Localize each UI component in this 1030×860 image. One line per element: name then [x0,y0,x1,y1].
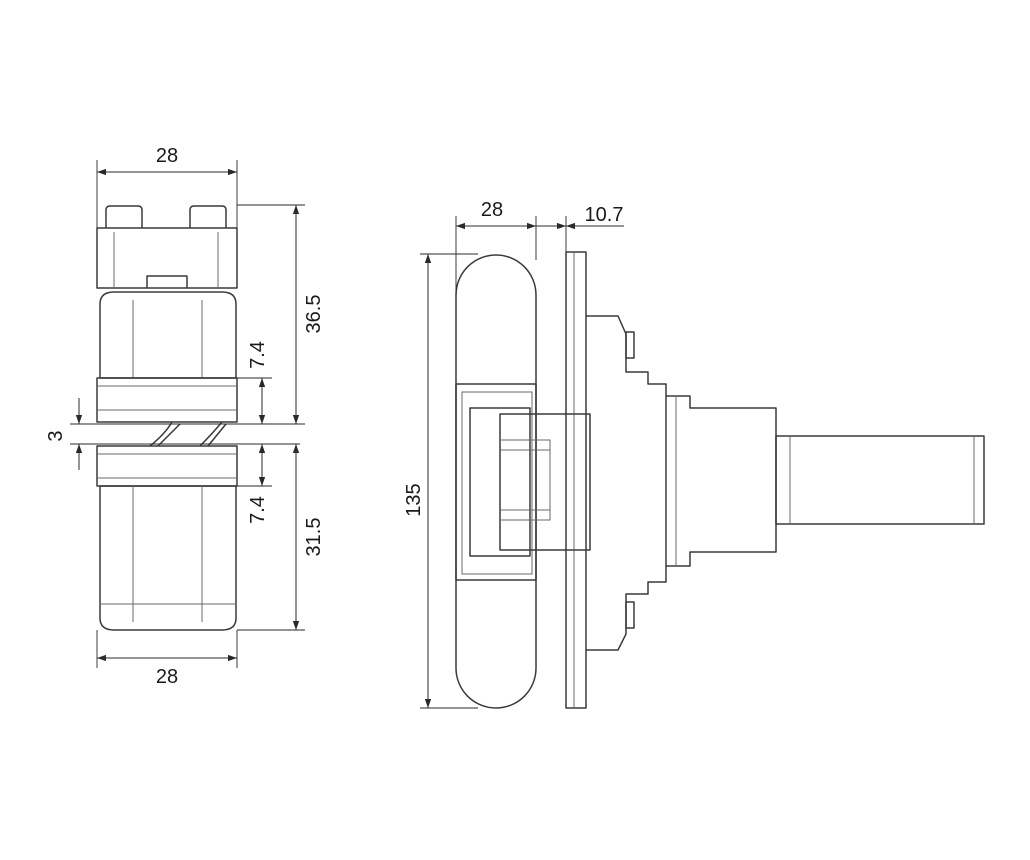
hinge-body [455,254,537,709]
front-top-width-label: 28 [156,145,178,167]
upper-body [99,291,237,379]
top-tab [146,275,188,288]
hub [666,395,777,567]
side-view [455,251,985,709]
top-pin-right [189,205,227,228]
body-pocket [455,383,537,581]
twist-link [149,421,227,447]
side-dimensions: 28 10.7 135 [403,199,624,709]
front-bottom-width-label: 28 [156,666,178,688]
front-gap-label: 3 [45,430,67,441]
front-upper-height-label: 36.5 [303,295,325,334]
plate-bracket [586,315,667,651]
mounting-plate [565,251,587,709]
lower-body [99,485,237,631]
front-lower-height-label: 31.5 [303,518,325,557]
top-block [96,227,238,289]
side-body-width-label: 28 [481,199,503,221]
shaft [775,435,985,525]
bolt-bottom [625,601,635,629]
inner-slot [469,407,531,557]
bolt-top [625,331,635,359]
side-plate-thickness-label: 10.7 [585,204,624,226]
front-lower-collar-label: 7.4 [247,496,269,524]
top-pin-left [105,205,143,228]
front-dimensions: 28 28 36.5 7.4 3 7.4 31.5 [45,145,325,688]
link-block [499,413,591,551]
upper-collar [96,377,238,423]
front-upper-collar-label: 7.4 [247,341,269,369]
front-view [96,205,238,631]
lower-collar [96,445,238,487]
side-total-height-label: 135 [403,483,425,516]
